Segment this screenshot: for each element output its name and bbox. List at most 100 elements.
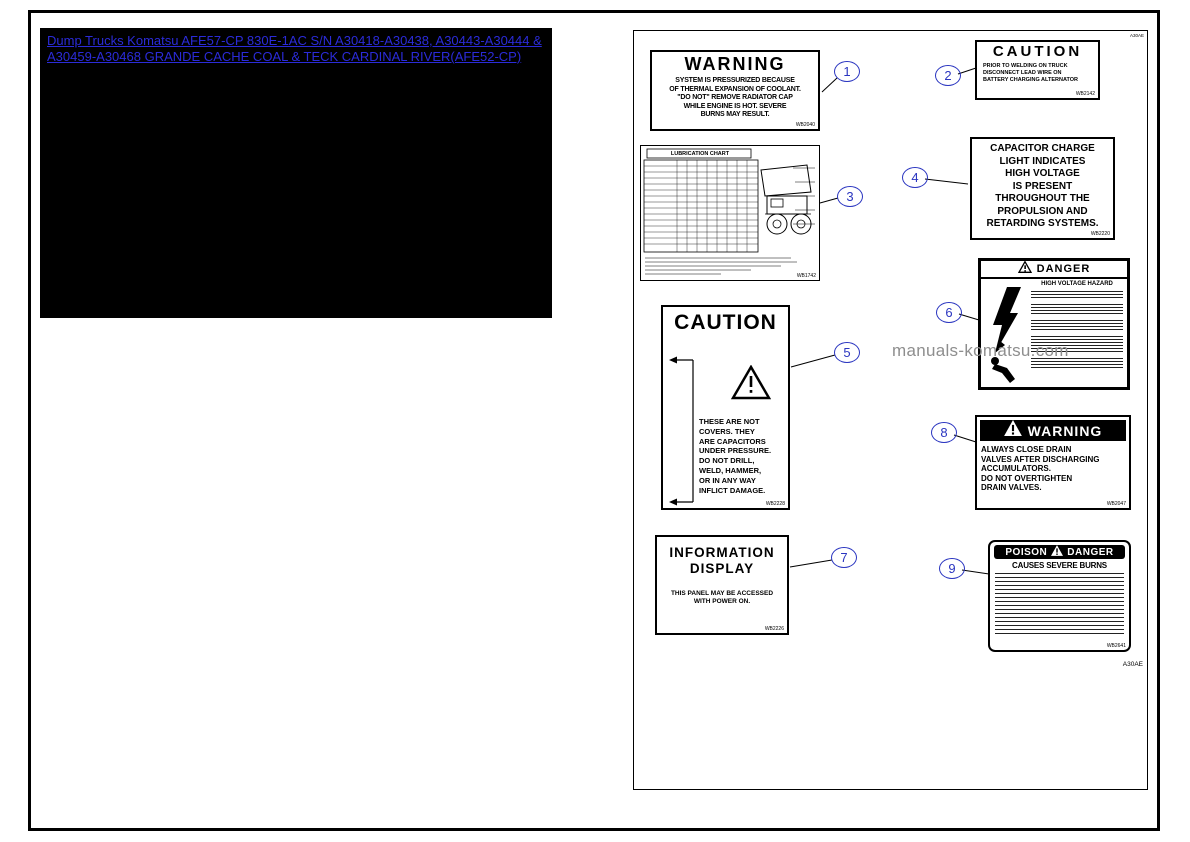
callout-1: 1 <box>834 61 860 82</box>
watermark: manuals-komatsu.com <box>892 341 1069 360</box>
warning-triangle-icon <box>730 364 772 406</box>
location-arrows <box>667 355 697 512</box>
header-image-box: Dump Trucks Komatsu AFE57-CP 830E-1AC S/… <box>40 28 552 318</box>
decal-text-line: ALWAYS CLOSE DRAIN <box>981 445 1072 454</box>
decal-text-line: LIGHT INDICATES <box>999 155 1086 167</box>
decal-part-code: WB2226 <box>764 626 784 632</box>
chart-title: LUBRICATION CHART <box>670 150 730 157</box>
decal-text-line: IS PRESENT <box>1012 180 1073 192</box>
decal-welding-caution: CAUTION PRIOR TO WELDING ON TRUCK DISCON… <box>975 40 1100 100</box>
decal-header: WARNING <box>980 420 1126 441</box>
decal-text-line: PROPULSION AND <box>997 205 1088 217</box>
decal-text-line: THESE ARE NOT <box>699 417 760 426</box>
callout-number: 4 <box>911 170 919 185</box>
callout-9: 9 <box>939 558 965 579</box>
callout-number: 5 <box>843 345 851 360</box>
decal-text-line: THROUGHOUT THE <box>995 193 1090 204</box>
decal-text-line: RETARDING SYSTEMS. <box>986 218 1099 229</box>
decal-text-line: SYSTEM IS PRESSURIZED BECAUSE <box>675 77 795 84</box>
decal-part-code: WB2228 <box>765 501 785 507</box>
fine-print-block <box>1031 291 1125 370</box>
callout-number: 1 <box>843 64 851 79</box>
shocked-person-icon <box>987 355 1021 390</box>
decal-header: DANGER <box>981 260 1127 279</box>
decal-text-line: DO NOT DRILL, <box>699 456 755 466</box>
fine-print-block <box>995 573 1124 635</box>
decal-text-line: WHILE ENGINE IS HOT. SEVERE <box>683 102 787 110</box>
callout-3: 3 <box>837 186 863 207</box>
decal-title: WARNING <box>684 54 786 74</box>
decal-subtitle: CAUSES SEVERE BURNS <box>1012 561 1107 570</box>
decal-title-left: POISON <box>1005 546 1048 558</box>
decal-part-code: WB2040 <box>795 122 815 128</box>
callout-number: 6 <box>945 305 953 320</box>
decal-text-line: ARE CAPACITORS <box>699 436 766 446</box>
decal-text-line: INFLICT DAMAGE. <box>699 485 766 495</box>
callout-number: 7 <box>840 550 848 565</box>
callout-7: 7 <box>831 547 857 568</box>
decal-part-code: WB2047 <box>1106 501 1126 507</box>
decal-capacitor-caution: CAUTION THESE ARE NOT COVERS. THEY ARE C… <box>661 305 790 510</box>
decal-lubrication-chart: LUBRICATION CHART WB1742 <box>640 145 820 281</box>
decal-text-line: PRIOR TO WELDING ON TRUCK <box>983 63 1068 69</box>
decal-coolant-warning: WARNING SYSTEM IS PRESSURIZED BECAUSE OF… <box>650 50 820 131</box>
decal-title-line: DISPLAY <box>689 561 755 576</box>
decal-capacitor-charge: CAPACITOR CHARGE LIGHT INDICATES HIGH VO… <box>970 137 1115 240</box>
decal-high-voltage-danger: DANGER HIGH VOLTAGE HAZARD <box>978 258 1130 390</box>
callout-number: 9 <box>948 561 956 576</box>
callout-4: 4 <box>902 167 928 188</box>
callout-number: 8 <box>940 425 948 440</box>
decal-text-line: CAPACITOR CHARGE <box>990 143 1095 154</box>
decal-body: PRIOR TO WELDING ON TRUCK DISCONNECT LEA… <box>977 63 1098 84</box>
truck-diagram <box>760 164 812 235</box>
decal-part-code: WB2220 <box>1090 231 1110 237</box>
decal-text-line: COVERS. THEY <box>699 426 755 436</box>
decal-body: THESE ARE NOT COVERS. THEY ARE CAPACITOR… <box>699 417 771 495</box>
danger-triangle-icon <box>1051 543 1064 561</box>
callout-2: 2 <box>935 65 961 86</box>
decal-text-line: WITH POWER ON. <box>693 598 751 605</box>
callout-8: 8 <box>931 422 957 443</box>
decal-text-line: BURNS MAY RESULT. <box>700 111 770 118</box>
decal-text-line: UNDER PRESSURE. <box>699 446 772 456</box>
decal-text-line: THIS PANEL MAY BE ACCESSED <box>670 590 774 597</box>
decal-part-code: WB1742 <box>796 273 816 279</box>
danger-triangle-icon <box>1017 260 1032 278</box>
decal-text-line: HIGH VOLTAGE <box>1005 168 1080 179</box>
decal-text-line: VALVES AFTER DISCHARGING <box>981 454 1100 464</box>
decal-body: SYSTEM IS PRESSURIZED BECAUSE OF THERMAL… <box>652 77 818 120</box>
decal-title-line: INFORMATION <box>669 545 775 560</box>
decal-subtitle: HIGH VOLTAGE HAZARD <box>1041 281 1113 287</box>
decal-title-right: DANGER <box>1067 546 1114 558</box>
warning-triangle-icon <box>1003 420 1022 441</box>
decal-body: THIS PANEL MAY BE ACCESSED WITH POWER ON… <box>657 590 787 606</box>
decal-text-line: "DO NOT" REMOVE RADIATOR CAP <box>677 94 793 101</box>
decal-drain-valves-warning: WARNING ALWAYS CLOSE DRAIN VALVES AFTER … <box>975 415 1131 510</box>
lightning-bolt-icon <box>989 287 1029 362</box>
decal-text-line: DRAIN VALVES. <box>981 483 1042 492</box>
decal-title: CAUTION <box>674 311 777 334</box>
decal-part-code: WB2142 <box>1075 91 1095 97</box>
decal-header: POISON DANGER <box>994 545 1125 559</box>
decal-body: CAPACITOR CHARGE LIGHT INDICATES HIGH VO… <box>972 143 1113 231</box>
sheet-code-bottom: A30AE <box>1122 661 1143 668</box>
decal-body: ALWAYS CLOSE DRAIN VALVES AFTER DISCHARG… <box>977 444 1129 493</box>
page-border-frame <box>28 10 1160 831</box>
decal-text-line: DO NOT OVERTIGHTEN <box>981 473 1073 483</box>
product-link[interactable]: Dump Trucks Komatsu AFE57-CP 830E-1AC S/… <box>47 33 542 64</box>
callout-6: 6 <box>936 302 962 323</box>
decal-title: DANGER <box>1036 263 1091 275</box>
callout-number: 2 <box>944 68 952 83</box>
decal-part-code: WB2641 <box>1106 643 1126 649</box>
decal-text-line: DISCONNECT LEAD WIRE ON <box>983 70 1062 76</box>
lubrication-chart-graphic <box>643 148 815 275</box>
callout-number: 3 <box>846 189 854 204</box>
decal-text-line: OR IN ANY WAY <box>699 475 756 485</box>
decal-text-line: ACCUMULATORS. <box>981 464 1051 473</box>
decal-text-line: OF THERMAL EXPANSION OF COOLANT. <box>669 85 801 93</box>
decal-title: CAUTION <box>992 43 1083 60</box>
decal-information-display: INFORMATION DISPLAY THIS PANEL MAY BE AC… <box>655 535 789 635</box>
sheet-code-top: A30AE <box>1129 33 1144 38</box>
callout-5: 5 <box>834 342 860 363</box>
